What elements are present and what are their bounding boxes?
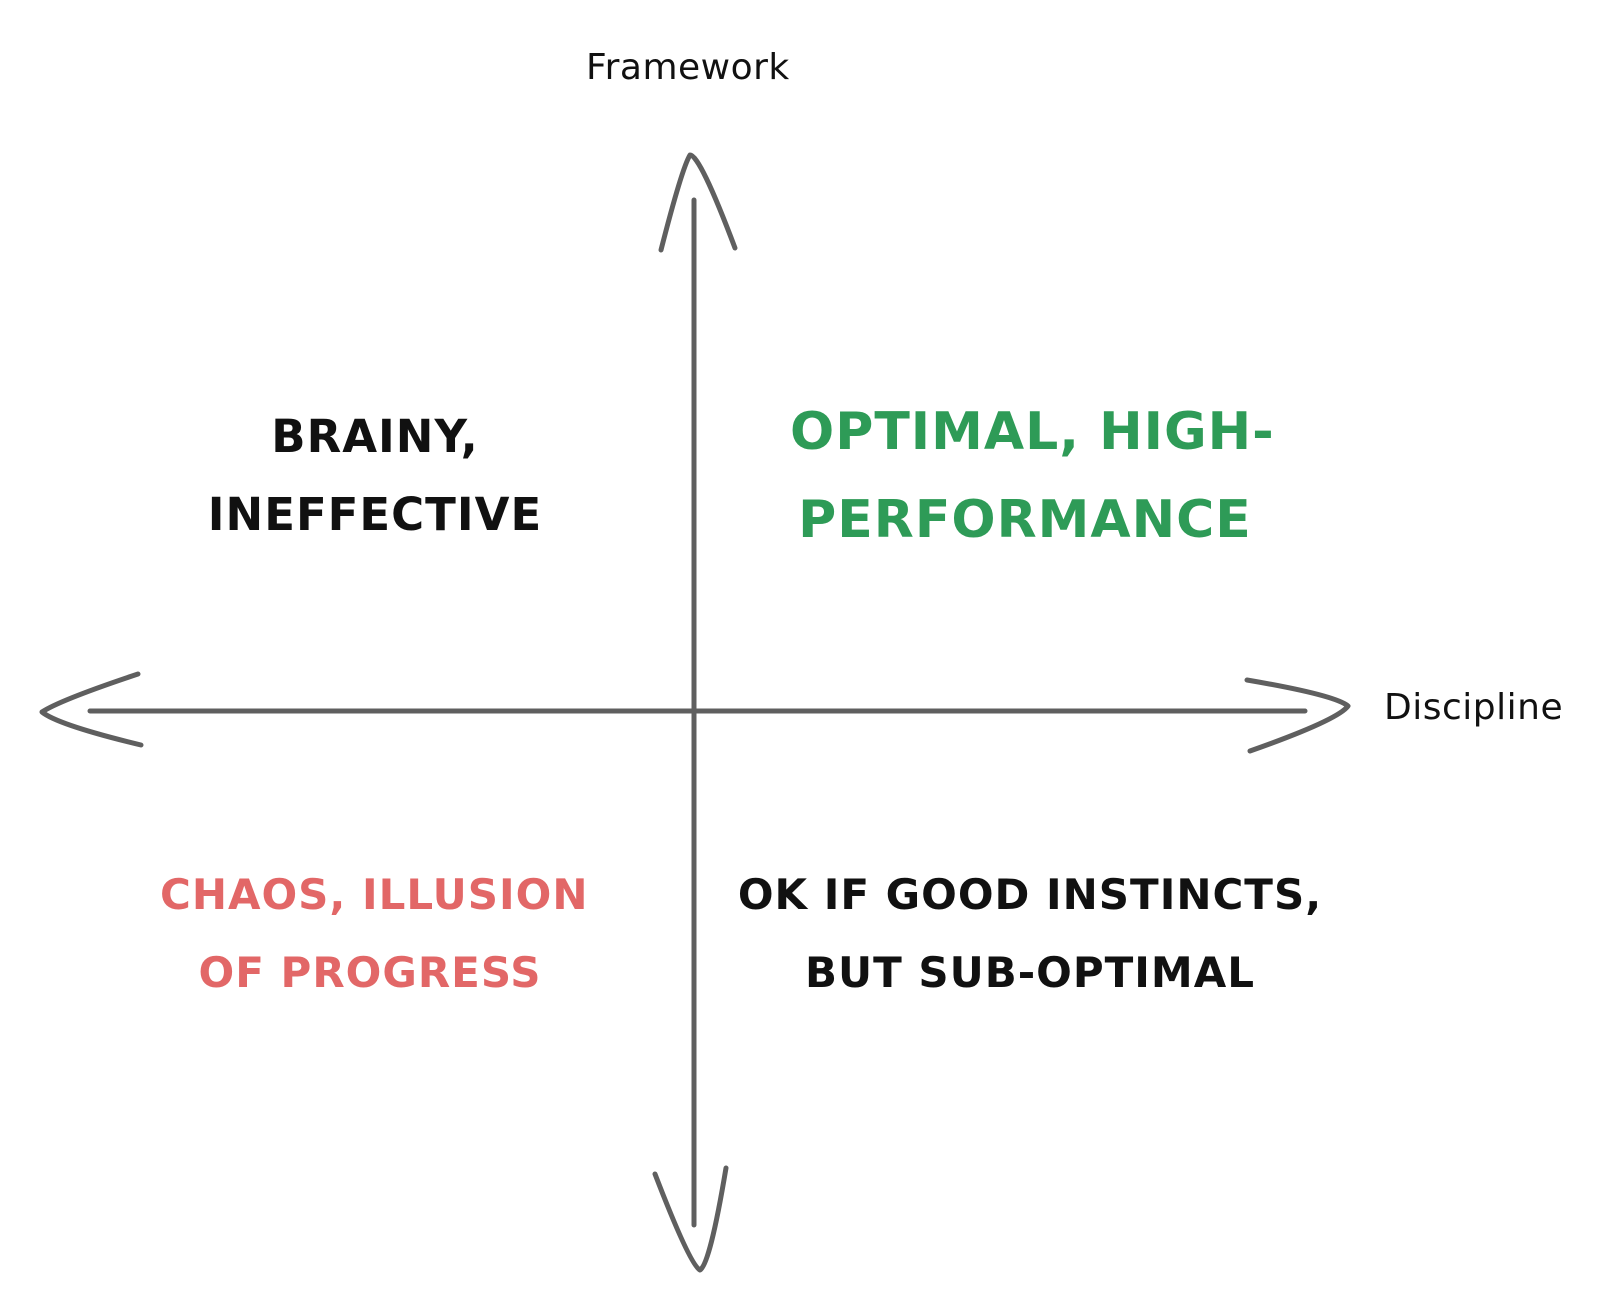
quadrant-top-right-line-1: OPTIMAL, HIGH- [790, 402, 1275, 462]
horizontal-axis-left-arrowhead [39, 671, 144, 748]
quadrant-top-left-label: BRAINY, INEFFECTIVE [190, 398, 560, 554]
quadrant-bottom-left-line-2: OF PROGRESS [198, 948, 542, 997]
vertical-axis-down-arrowhead [652, 1165, 729, 1273]
quadrant-top-left-line-2: INEFFECTIVE [207, 488, 543, 541]
quadrant-bottom-left-label: CHAOS, ILLUSION OF PROGRESS [160, 856, 589, 1012]
horizontal-axis-right-arrowhead [1244, 677, 1351, 754]
quadrant-top-right-label: OPTIMAL, HIGH- PERFORMANCE [790, 388, 1275, 564]
quadrant-top-right-line-2: PERFORMANCE [798, 490, 1252, 550]
y-axis-label: Framework [586, 47, 790, 88]
quadrant-bottom-right-line-2: BUT SUB-OPTIMAL [804, 948, 1255, 997]
vertical-axis-up-arrowhead [658, 152, 738, 253]
quadrant-top-left-line-1: BRAINY, [271, 410, 479, 463]
x-axis-label: Discipline [1384, 687, 1564, 728]
quadrant-bottom-right-line-1: OK IF GOOD INSTINCTS, [737, 870, 1323, 919]
quadrant-bottom-left-line-1: CHAOS, ILLUSION [160, 870, 589, 919]
quadrant-bottom-right-label: OK IF GOOD INSTINCTS, BUT SUB-OPTIMAL [720, 856, 1340, 1012]
